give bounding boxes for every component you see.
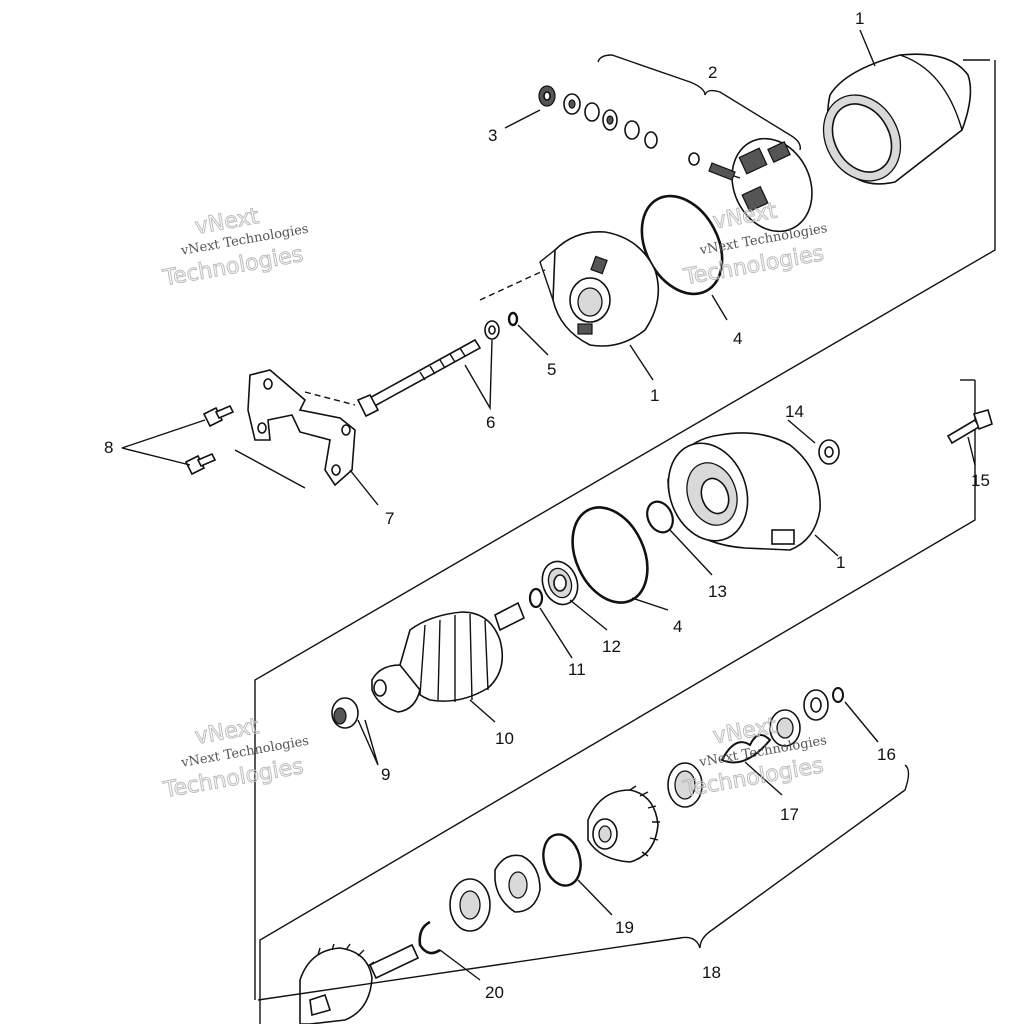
end-cap-part xyxy=(539,231,660,347)
washer-set-part xyxy=(538,85,658,149)
drive-housing-part xyxy=(667,432,821,551)
callout-labels: 1 2 3 4 5 1 6 7 8 14 15 1 13 4 12 11 10 … xyxy=(104,9,990,1002)
yoke-can-part xyxy=(822,53,972,185)
callout-19: 19 xyxy=(615,918,634,937)
callout-17: 17 xyxy=(780,805,799,824)
washer-14-part xyxy=(818,439,840,465)
spring-17-part xyxy=(667,709,801,808)
brush-holder-part xyxy=(688,137,813,233)
clutch-gear-part xyxy=(587,785,660,863)
callout-3: 3 xyxy=(488,126,497,145)
callout-1-housing: 1 xyxy=(836,553,845,572)
bolt-15-part xyxy=(946,409,993,445)
leader-lines xyxy=(121,29,976,1001)
pinion-shaft-part xyxy=(299,943,420,1024)
callout-4-upper: 4 xyxy=(733,329,742,348)
mounting-bracket-part xyxy=(247,369,356,487)
small-washer-part xyxy=(507,311,519,327)
split-collar-part xyxy=(449,854,541,932)
callout-11: 11 xyxy=(568,660,586,679)
callout-5: 5 xyxy=(547,360,556,379)
callout-13: 13 xyxy=(708,582,727,601)
callout-1-top: 1 xyxy=(855,9,864,28)
o-ring-lower-part xyxy=(571,506,649,604)
armature-part xyxy=(371,601,526,713)
ring-13-part xyxy=(646,500,674,534)
watermark-1: vNext vNext Technologies Technologies xyxy=(160,204,310,292)
callout-15: 15 xyxy=(971,471,990,490)
snap-ring-20-part xyxy=(418,920,441,955)
callout-6: 6 xyxy=(486,413,495,432)
watermark-4: vNext vNext Technologies Technologies xyxy=(680,713,828,803)
callout-20: 20 xyxy=(485,983,504,1002)
ring-19-part xyxy=(542,833,582,887)
callout-16: 16 xyxy=(877,745,896,764)
callout-2: 2 xyxy=(708,63,717,82)
callout-14: 14 xyxy=(785,402,804,421)
callout-8: 8 xyxy=(104,438,113,457)
callout-12: 12 xyxy=(602,637,621,656)
through-bolt-part xyxy=(356,320,500,418)
assembly-frame-lines xyxy=(254,54,996,1024)
callout-9: 9 xyxy=(381,765,390,784)
callout-18: 18 xyxy=(702,963,721,982)
bushing-9-part xyxy=(331,697,359,729)
callout-1-endcap: 1 xyxy=(650,386,659,405)
bearing-12-part xyxy=(541,560,579,606)
seal-11-part xyxy=(528,587,544,609)
callout-7: 7 xyxy=(385,509,394,528)
watermark-3: vNext vNext Technologies Technologies xyxy=(160,714,310,804)
callout-4-lower: 4 xyxy=(673,617,682,636)
clip-16-part xyxy=(803,687,844,721)
bolts-8-part xyxy=(184,404,235,476)
callout-10: 10 xyxy=(495,729,514,748)
